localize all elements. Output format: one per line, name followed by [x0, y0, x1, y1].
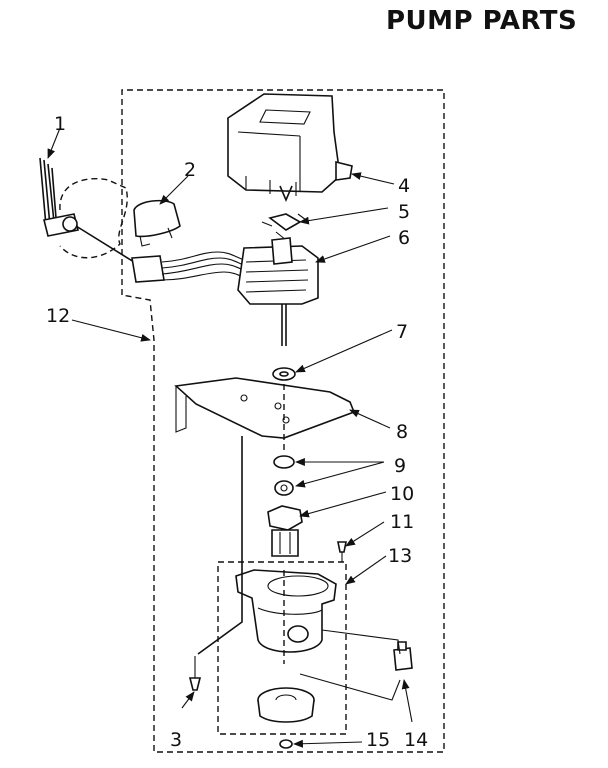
callout-8: 8: [396, 421, 408, 443]
part-10-impeller: [267, 505, 303, 557]
part-6-motor: [237, 237, 319, 346]
callout-4: 4: [398, 175, 410, 197]
part-7-washer: [272, 367, 296, 381]
callout-14: 14: [404, 729, 428, 751]
callout-13: 13: [388, 545, 412, 567]
assembly-13-outline: [217, 561, 347, 735]
callout-2: 2: [184, 159, 196, 181]
callout-labels: 1 2 3 4 5 6 7 8 9 10 11 12 13 14 15: [46, 113, 428, 751]
part-2-cover: [133, 199, 181, 247]
part-11-screw: [337, 541, 347, 562]
callout-leaders: [47, 127, 413, 748]
part-13-pump-housing: [197, 436, 337, 664]
part-9-bushings: [273, 455, 295, 496]
callout-6: 6: [398, 227, 410, 249]
part-3-screw: [188, 656, 202, 691]
part-1-sensor: [39, 157, 128, 259]
callout-3: 3: [170, 729, 182, 751]
part-4-motor-cover: [227, 93, 353, 203]
part-14-valve: [299, 629, 413, 701]
page-title: PUMP PARTS: [386, 6, 578, 36]
callout-7: 7: [396, 321, 408, 343]
callout-10: 10: [390, 483, 414, 505]
callout-11: 11: [390, 511, 414, 533]
part-15-base: [257, 687, 315, 749]
assembly-12-outline: [121, 89, 445, 753]
callout-5: 5: [398, 201, 410, 223]
callout-1: 1: [54, 113, 66, 135]
callout-9: 9: [394, 455, 406, 477]
callout-12: 12: [46, 305, 70, 327]
part-5-fan: [261, 213, 307, 241]
part-8-bracket: [174, 377, 356, 450]
callout-15: 15: [366, 729, 390, 751]
